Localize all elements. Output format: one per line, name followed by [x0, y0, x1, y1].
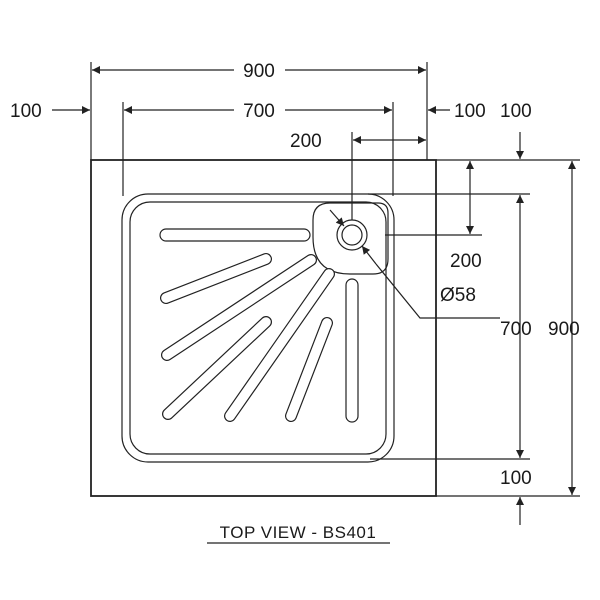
dim-bottom-margin: 100: [500, 468, 532, 489]
dim-overall-height: 900: [548, 319, 580, 340]
dim-left-margin: 100: [10, 101, 42, 122]
dim-inner-width: 700: [243, 101, 275, 122]
basin-outer-rim: [121, 193, 395, 463]
groove: [163, 317, 271, 419]
extension-lines: [90, 62, 580, 497]
dim-drain-offset-x: 200: [290, 131, 322, 152]
dim-drain-diameter: Ø58: [440, 285, 476, 306]
drain-diameter-arrow: [329, 209, 345, 227]
drain-diameter-leader: [375, 263, 500, 319]
groove: [286, 318, 332, 421]
basin-inner-rim: [129, 201, 387, 455]
dim-top-margin: 100: [500, 101, 532, 122]
drain-inner-circle: [341, 224, 363, 246]
dim-inner-height: 700: [500, 319, 532, 340]
groove: [345, 278, 359, 423]
tray-outline: [90, 159, 437, 497]
groove: [159, 228, 311, 242]
dim-right-margin: 100: [454, 101, 486, 122]
groove-set: [159, 228, 359, 423]
dim-overall-width: 900: [243, 61, 275, 82]
dim-drain-offset-y: 200: [450, 251, 482, 272]
groove: [225, 269, 334, 421]
groove: [162, 255, 316, 360]
groove: [161, 254, 271, 303]
drain-diameter-arrow: [361, 245, 377, 265]
drawing-caption: TOP VIEW - BS401: [220, 523, 377, 542]
drain-plate: [312, 202, 389, 275]
